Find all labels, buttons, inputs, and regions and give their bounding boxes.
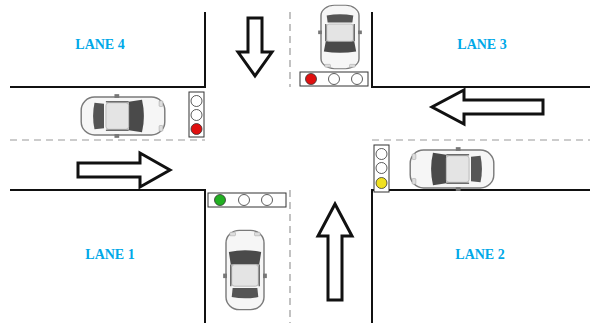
traffic-light bbox=[374, 145, 389, 192]
traffic-light bbox=[208, 193, 286, 207]
car bbox=[318, 5, 362, 68]
direction-arrow bbox=[78, 18, 543, 300]
car bbox=[81, 94, 165, 138]
traffic-light bbox=[300, 72, 368, 86]
lane-label: LANE 3 bbox=[457, 37, 506, 53]
lane-label: LANE 4 bbox=[75, 37, 124, 53]
car bbox=[223, 230, 267, 309]
lane-label: LANE 2 bbox=[455, 247, 504, 263]
car bbox=[410, 147, 494, 191]
lane-label: LANE 1 bbox=[85, 247, 134, 263]
road-edge bbox=[10, 12, 590, 323]
traffic-light bbox=[189, 92, 204, 137]
lane-divider bbox=[10, 12, 590, 323]
